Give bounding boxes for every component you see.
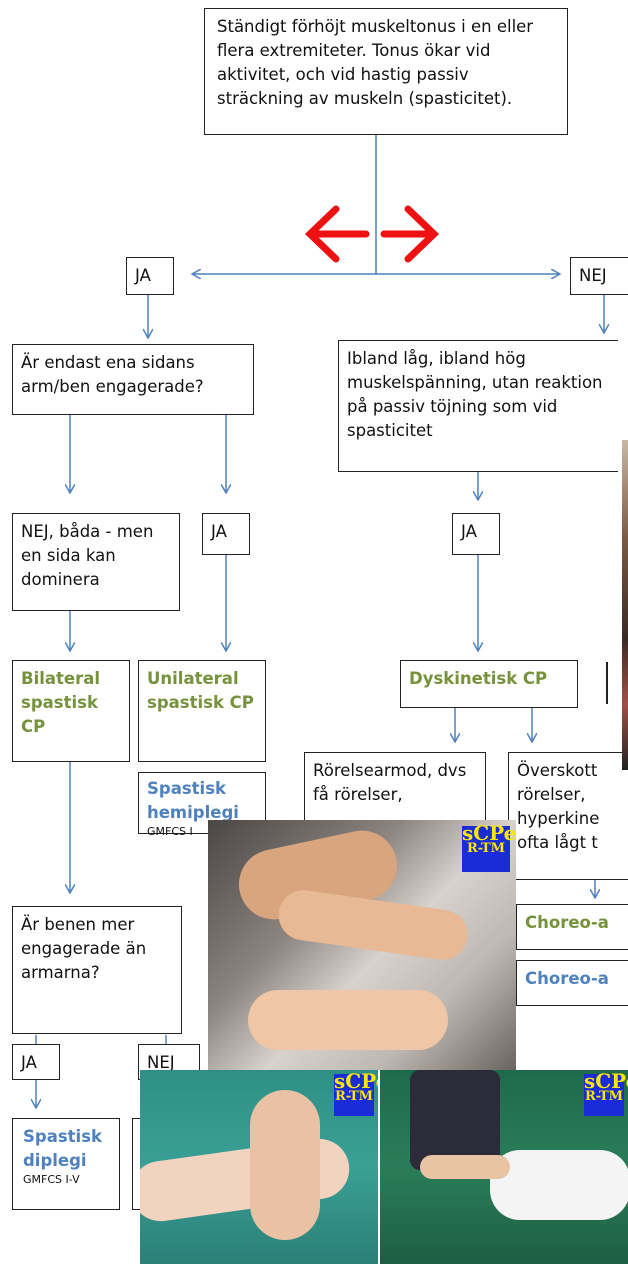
video-still-side: [622, 440, 628, 770]
question-side-text: Är endast ena sidans arm/ben engagerade?: [21, 353, 204, 396]
question-legs-box: Är benen mer engagerade än armarna?: [12, 906, 182, 1034]
red-double-arrow-icon: [304, 205, 440, 263]
diplegi-title: Spastisk diplegi: [23, 1127, 102, 1170]
overskott-text: Överskott rörelser, hyperkine ofta lågt …: [517, 761, 600, 852]
rorelsearmod-box: Rörelsearmod, dvs få rörelser,: [304, 752, 486, 828]
ja-label: JA: [211, 522, 227, 541]
dyskinetic-label: Dyskinetisk CP: [409, 669, 548, 688]
question-side-box: Är endast ena sidans arm/ben engagerade?: [12, 344, 254, 415]
nej-both-text: NEJ, båda - men en sida kan dominera: [21, 522, 154, 589]
nej-both-box: NEJ, båda - men en sida kan dominera: [12, 513, 180, 611]
ja-label: JA: [461, 522, 477, 541]
ja-label: JA: [135, 266, 151, 285]
ja-box-top: JA: [126, 257, 174, 295]
choreo-label-1: Choreo-a: [525, 913, 609, 932]
dyskinetic-box: Dyskinetisk CP: [400, 660, 578, 708]
overskott-box: Överskott rörelser, hyperkine ofta lågt …: [508, 752, 628, 880]
ja-box-dyskinetic: JA: [452, 513, 500, 555]
hemiplegi-title: Spastisk hemiplegi: [147, 779, 239, 822]
ja-box-diplegi: JA: [12, 1044, 60, 1080]
partial-box-edge: [606, 662, 608, 704]
root-text: Ständigt förhöjt muskeltonus i en eller …: [217, 17, 534, 108]
dyskinetic-description-box: Ibland låg, ibland hög muskelspänning, u…: [338, 340, 618, 472]
choreo-label-2: Choreo-a: [525, 969, 609, 988]
choreo-box-1: Choreo-a: [516, 904, 628, 950]
question-legs-text: Är benen mer engagerade än armarna?: [21, 915, 147, 982]
nej-label: NEJ: [147, 1053, 175, 1072]
ja-label: JA: [21, 1053, 37, 1072]
bilateral-label: Bilateral spastisk CP: [21, 669, 101, 736]
dyskinetic-description-text: Ibland låg, ibland hög muskelspänning, u…: [347, 349, 603, 440]
nej-box-top: NEJ: [570, 257, 628, 295]
diplegi-gmfcs: GMFCS I-V: [23, 1173, 80, 1186]
hemiplegi-gmfcs: GMFCS I: [147, 825, 193, 838]
diplegi-box: Spastisk diplegi GMFCS I-V: [12, 1118, 120, 1210]
ja-box-unilateral: JA: [202, 513, 250, 555]
bilateral-box: Bilateral spastisk CP: [12, 660, 130, 762]
unilateral-label: Unilateral spastisk CP: [147, 669, 254, 712]
rorelsearmod-text: Rörelsearmod, dvs få rörelser,: [313, 761, 467, 804]
root-box: Ständigt förhöjt muskeltonus i en eller …: [204, 8, 568, 135]
choreo-box-2: Choreo-a: [516, 960, 628, 1006]
nej-label: NEJ: [579, 266, 607, 285]
unilateral-box: Unilateral spastisk CP: [138, 660, 266, 762]
